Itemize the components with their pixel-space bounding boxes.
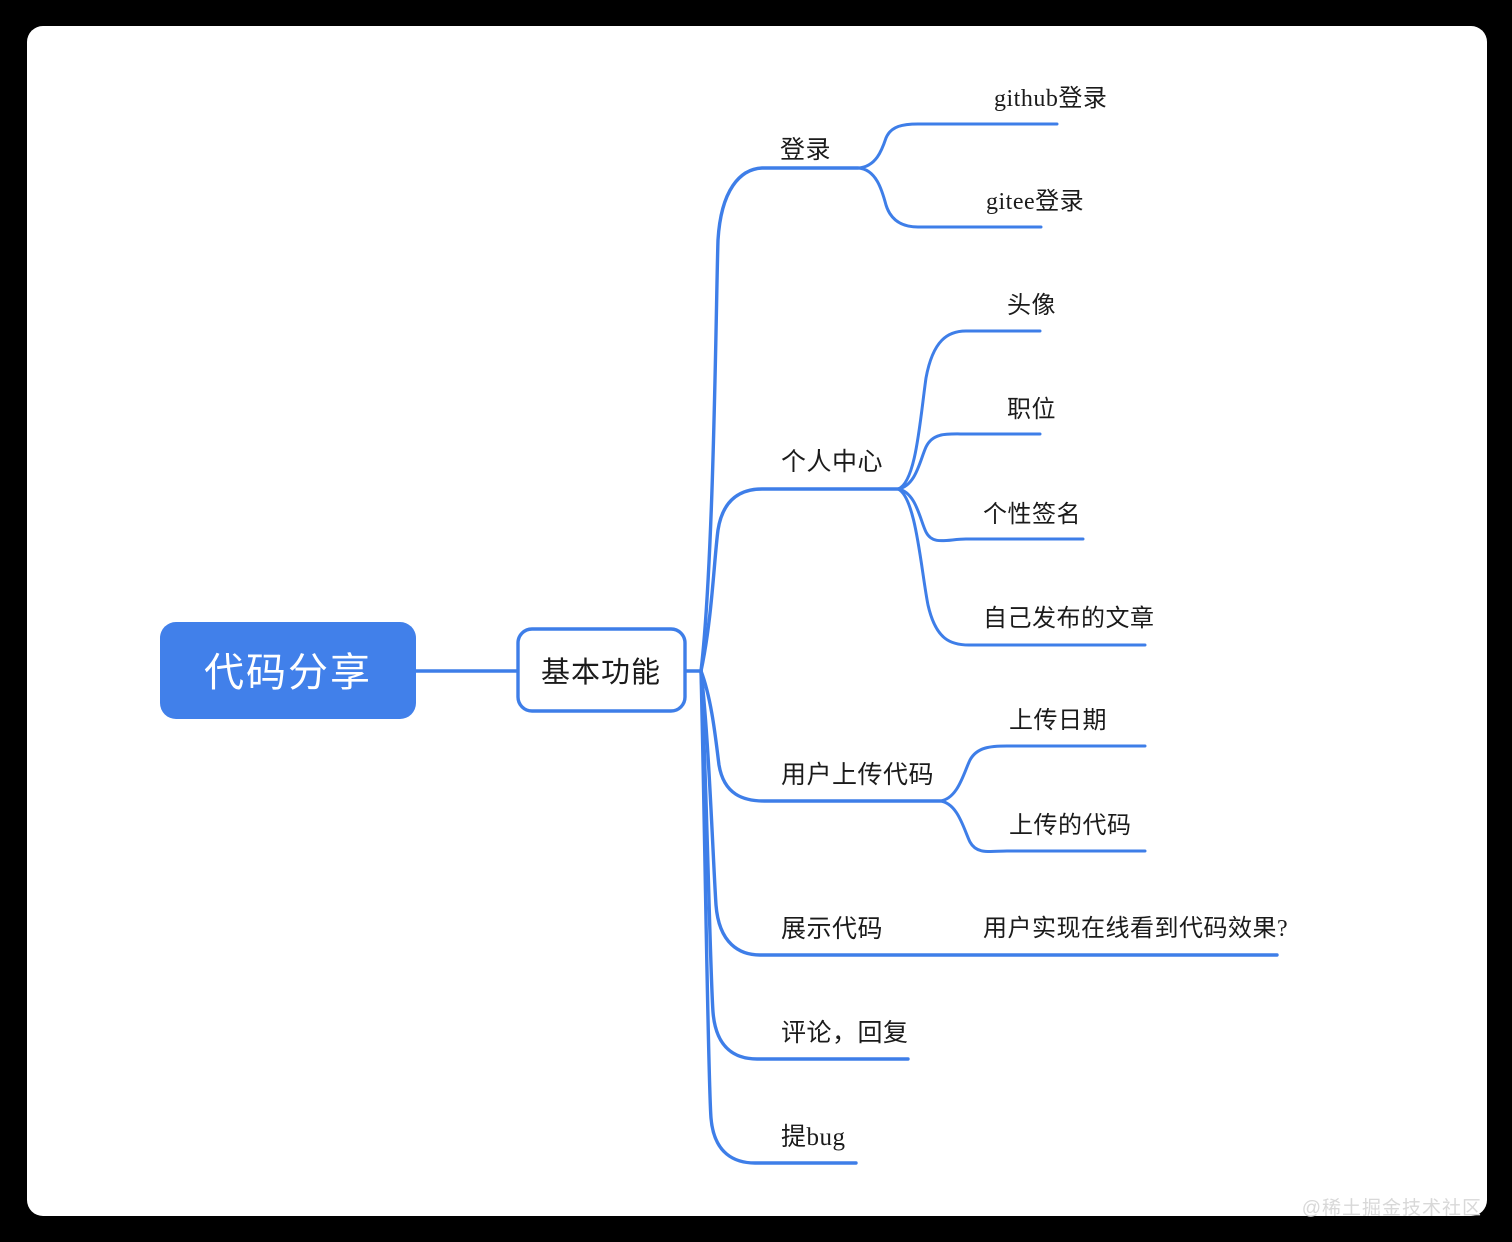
link-basic-to-login bbox=[699, 166, 860, 673]
node-label-report-bug[interactable]: 提bug bbox=[781, 1123, 846, 1151]
link-profile-to-articles bbox=[896, 487, 1147, 647]
leaf-label-login-github[interactable]: github登录 bbox=[994, 85, 1107, 112]
leaf-label-upload-code[interactable]: 上传的代码 bbox=[1009, 812, 1132, 839]
link-basic-to-report-bug bbox=[699, 669, 858, 1165]
node-label-display[interactable]: 展示代码 bbox=[781, 915, 883, 943]
link-login-to-gitee bbox=[856, 166, 1043, 229]
leaf-label-profile-position[interactable]: 职位 bbox=[1007, 396, 1056, 423]
branch-node-label-basic-features: 基本功能 bbox=[541, 656, 661, 689]
link-login-to-github bbox=[856, 122, 1059, 170]
root-node-box[interactable] bbox=[160, 622, 416, 719]
node-label-profile[interactable]: 个人中心 bbox=[781, 448, 883, 476]
root-node-label: 代码分享 bbox=[204, 650, 372, 695]
leaf-label-profile-avatar[interactable]: 头像 bbox=[1007, 292, 1056, 319]
link-basic-to-profile bbox=[699, 487, 900, 673]
link-basic-to-comment-reply bbox=[699, 669, 910, 1061]
link-profile-to-avatar bbox=[896, 329, 1042, 491]
node-label-upload[interactable]: 用户上传代码 bbox=[781, 761, 934, 789]
leaf-label-upload-date[interactable]: 上传日期 bbox=[1009, 707, 1107, 734]
link-profile-to-position bbox=[896, 432, 1042, 491]
watermark-label: @稀土掘金技术社区 bbox=[1301, 1198, 1482, 1219]
link-profile-to-signature bbox=[896, 487, 1085, 543]
leaf-label-login-gitee[interactable]: gitee登录 bbox=[986, 188, 1084, 215]
link-basic-to-upload bbox=[699, 669, 942, 803]
link-basic-to-display bbox=[699, 669, 1279, 957]
leaf-label-display-online[interactable]: 用户实现在线看到代码效果? bbox=[983, 915, 1288, 942]
leaf-label-profile-signature[interactable]: 个性签名 bbox=[983, 501, 1081, 528]
node-label-comment-reply[interactable]: 评论，回复 bbox=[781, 1019, 909, 1047]
leaf-label-profile-articles[interactable]: 自己发布的文章 bbox=[983, 605, 1155, 632]
mindmap-canvas bbox=[27, 26, 1487, 1216]
node-label-login[interactable]: 登录 bbox=[780, 136, 831, 164]
link-upload-to-date bbox=[938, 744, 1147, 803]
link-upload-to-code bbox=[938, 799, 1147, 854]
branch-node-box-basic-features[interactable] bbox=[516, 627, 687, 713]
